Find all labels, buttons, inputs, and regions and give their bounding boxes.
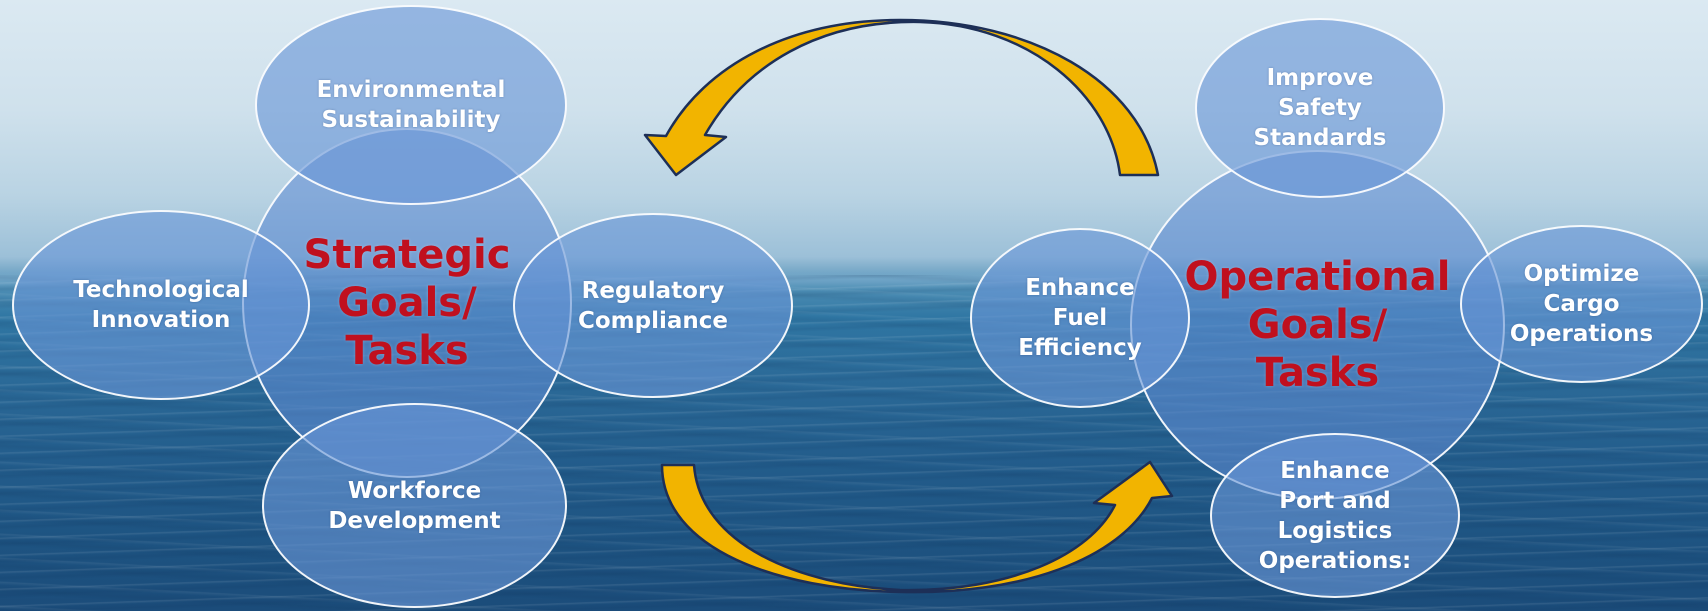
operational-center-label: Operational Goals/ Tasks [1184,254,1451,396]
optimize-cargo-operations-bubble: Optimize Cargo Operations [1460,225,1703,383]
strategic-center-label: Strategic Goals/ Tasks [303,232,511,374]
optimize-cargo-operations-label: Optimize Cargo Operations [1509,261,1654,347]
enhance-port-logistics-bubble: Enhance Port and Logistics Operations: [1210,433,1460,598]
regulatory-compliance-label: Regulatory Compliance [577,277,728,334]
enhance-fuel-efficiency-bubble: Enhance Fuel Efficiency [970,228,1190,408]
regulatory-compliance-bubble: Regulatory Compliance [513,213,793,398]
technological-innovation-label: Technological Innovation [73,277,249,333]
improve-safety-standards-bubble: Improve Safety Standards [1195,18,1445,198]
environmental-sustainability-bubble: Environmental Sustainability [255,5,567,205]
workforce-development-bubble: Workforce Development [262,403,567,608]
technological-innovation-bubble: Technological Innovation [12,210,310,400]
enhance-port-logistics-label: Enhance Port and Logistics Operations: [1258,457,1412,574]
environmental-sustainability-label: Environmental Sustainability [316,77,506,133]
curved-arrow-bottom [660,460,1174,594]
enhance-fuel-efficiency-label: Enhance Fuel Efficiency [1018,275,1142,361]
workforce-development-label: Workforce Development [328,477,501,534]
improve-safety-standards-label: Improve Safety Standards [1253,65,1387,151]
curved-arrow-top [643,18,1160,177]
